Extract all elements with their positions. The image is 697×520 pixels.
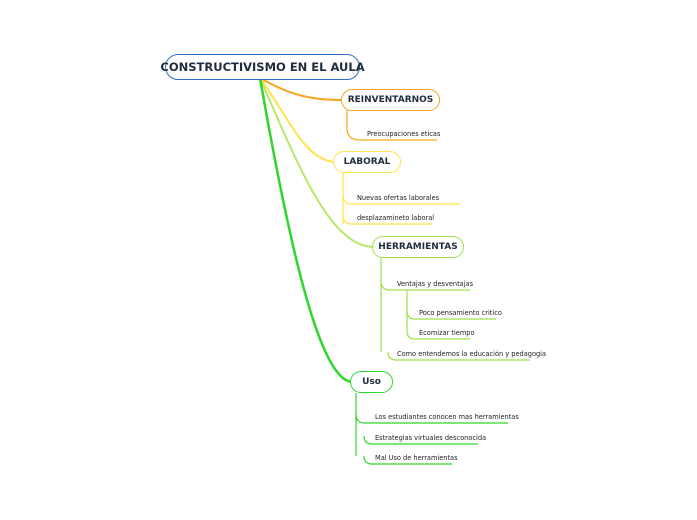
branch-label-reinventarnos: REINVENTARNOS	[347, 95, 434, 105]
subtopic-los-estudiantes-conocen[interactable]: Los estudiantes conocen mas herramientas	[375, 413, 519, 421]
root-node-label: CONSTRUCTIVISMO EN EL AULA	[160, 60, 365, 74]
connector-root-uso	[258, 77, 353, 384]
connector-uso-child-2	[363, 435, 478, 445]
subtopic-mal-uso-de-herramientas[interactable]: Mal Uso de herramientas	[375, 454, 458, 462]
connector-herramientas-child-1	[380, 280, 470, 291]
root-node[interactable]: CONSTRUCTIVISMO EN EL AULA	[160, 54, 365, 80]
connector-ventajas-child-2	[406, 330, 470, 340]
branch-node-reinventarnos[interactable]: REINVENTARNOS	[341, 89, 440, 111]
connector-laboral-child-2	[342, 214, 432, 225]
connector-root-herramientas	[259, 77, 374, 248]
subtopic-como-entendemos-la-educacion[interactable]: Como entendemos la educación y pedagogia	[397, 350, 547, 358]
branch-label-laboral: LABORAL	[343, 157, 391, 167]
branch-label-herramientas: HERRAMIENTAS	[378, 242, 458, 252]
subtopic-estrategias-virtuales[interactable]: Estrategias virtuales desconocida	[375, 434, 487, 442]
connector-root-reinventarnos	[259, 77, 344, 101]
subtopic-poco-pensamiento-critico[interactable]: Poco pensamiento critico	[419, 309, 502, 317]
connector-root-laboral	[259, 77, 336, 163]
connector-laboral-child-1	[342, 194, 460, 205]
branch-node-uso[interactable]: Uso	[350, 371, 393, 393]
subtopic-preocupaciones-eticas[interactable]: Preocupaciones eticas	[367, 130, 441, 138]
subtopic-ventajas-y-desventajas[interactable]: Ventajas y desventajas	[397, 280, 474, 288]
subtopic-nuevas-ofertas-laborales[interactable]: Nuevas ofertas laborales	[357, 194, 440, 202]
connector-reinventarnos-child	[346, 110, 437, 141]
connector-herramientas-child-4	[387, 351, 530, 361]
connector-ventajas-child-1	[406, 310, 496, 320]
branch-node-laboral[interactable]: LABORAL	[333, 151, 401, 173]
connector-uso-child-1	[355, 413, 508, 424]
branch-node-herramientas[interactable]: HERRAMIENTAS	[372, 236, 464, 258]
subtopic-ecomizar-tiempo[interactable]: Ecomizar tiempo	[419, 329, 475, 337]
subtopic-desplazamineto-laboral[interactable]: desplazamineto laboral	[357, 214, 435, 222]
connector-uso-child-3	[363, 455, 452, 465]
branch-label-uso: Uso	[362, 377, 381, 387]
